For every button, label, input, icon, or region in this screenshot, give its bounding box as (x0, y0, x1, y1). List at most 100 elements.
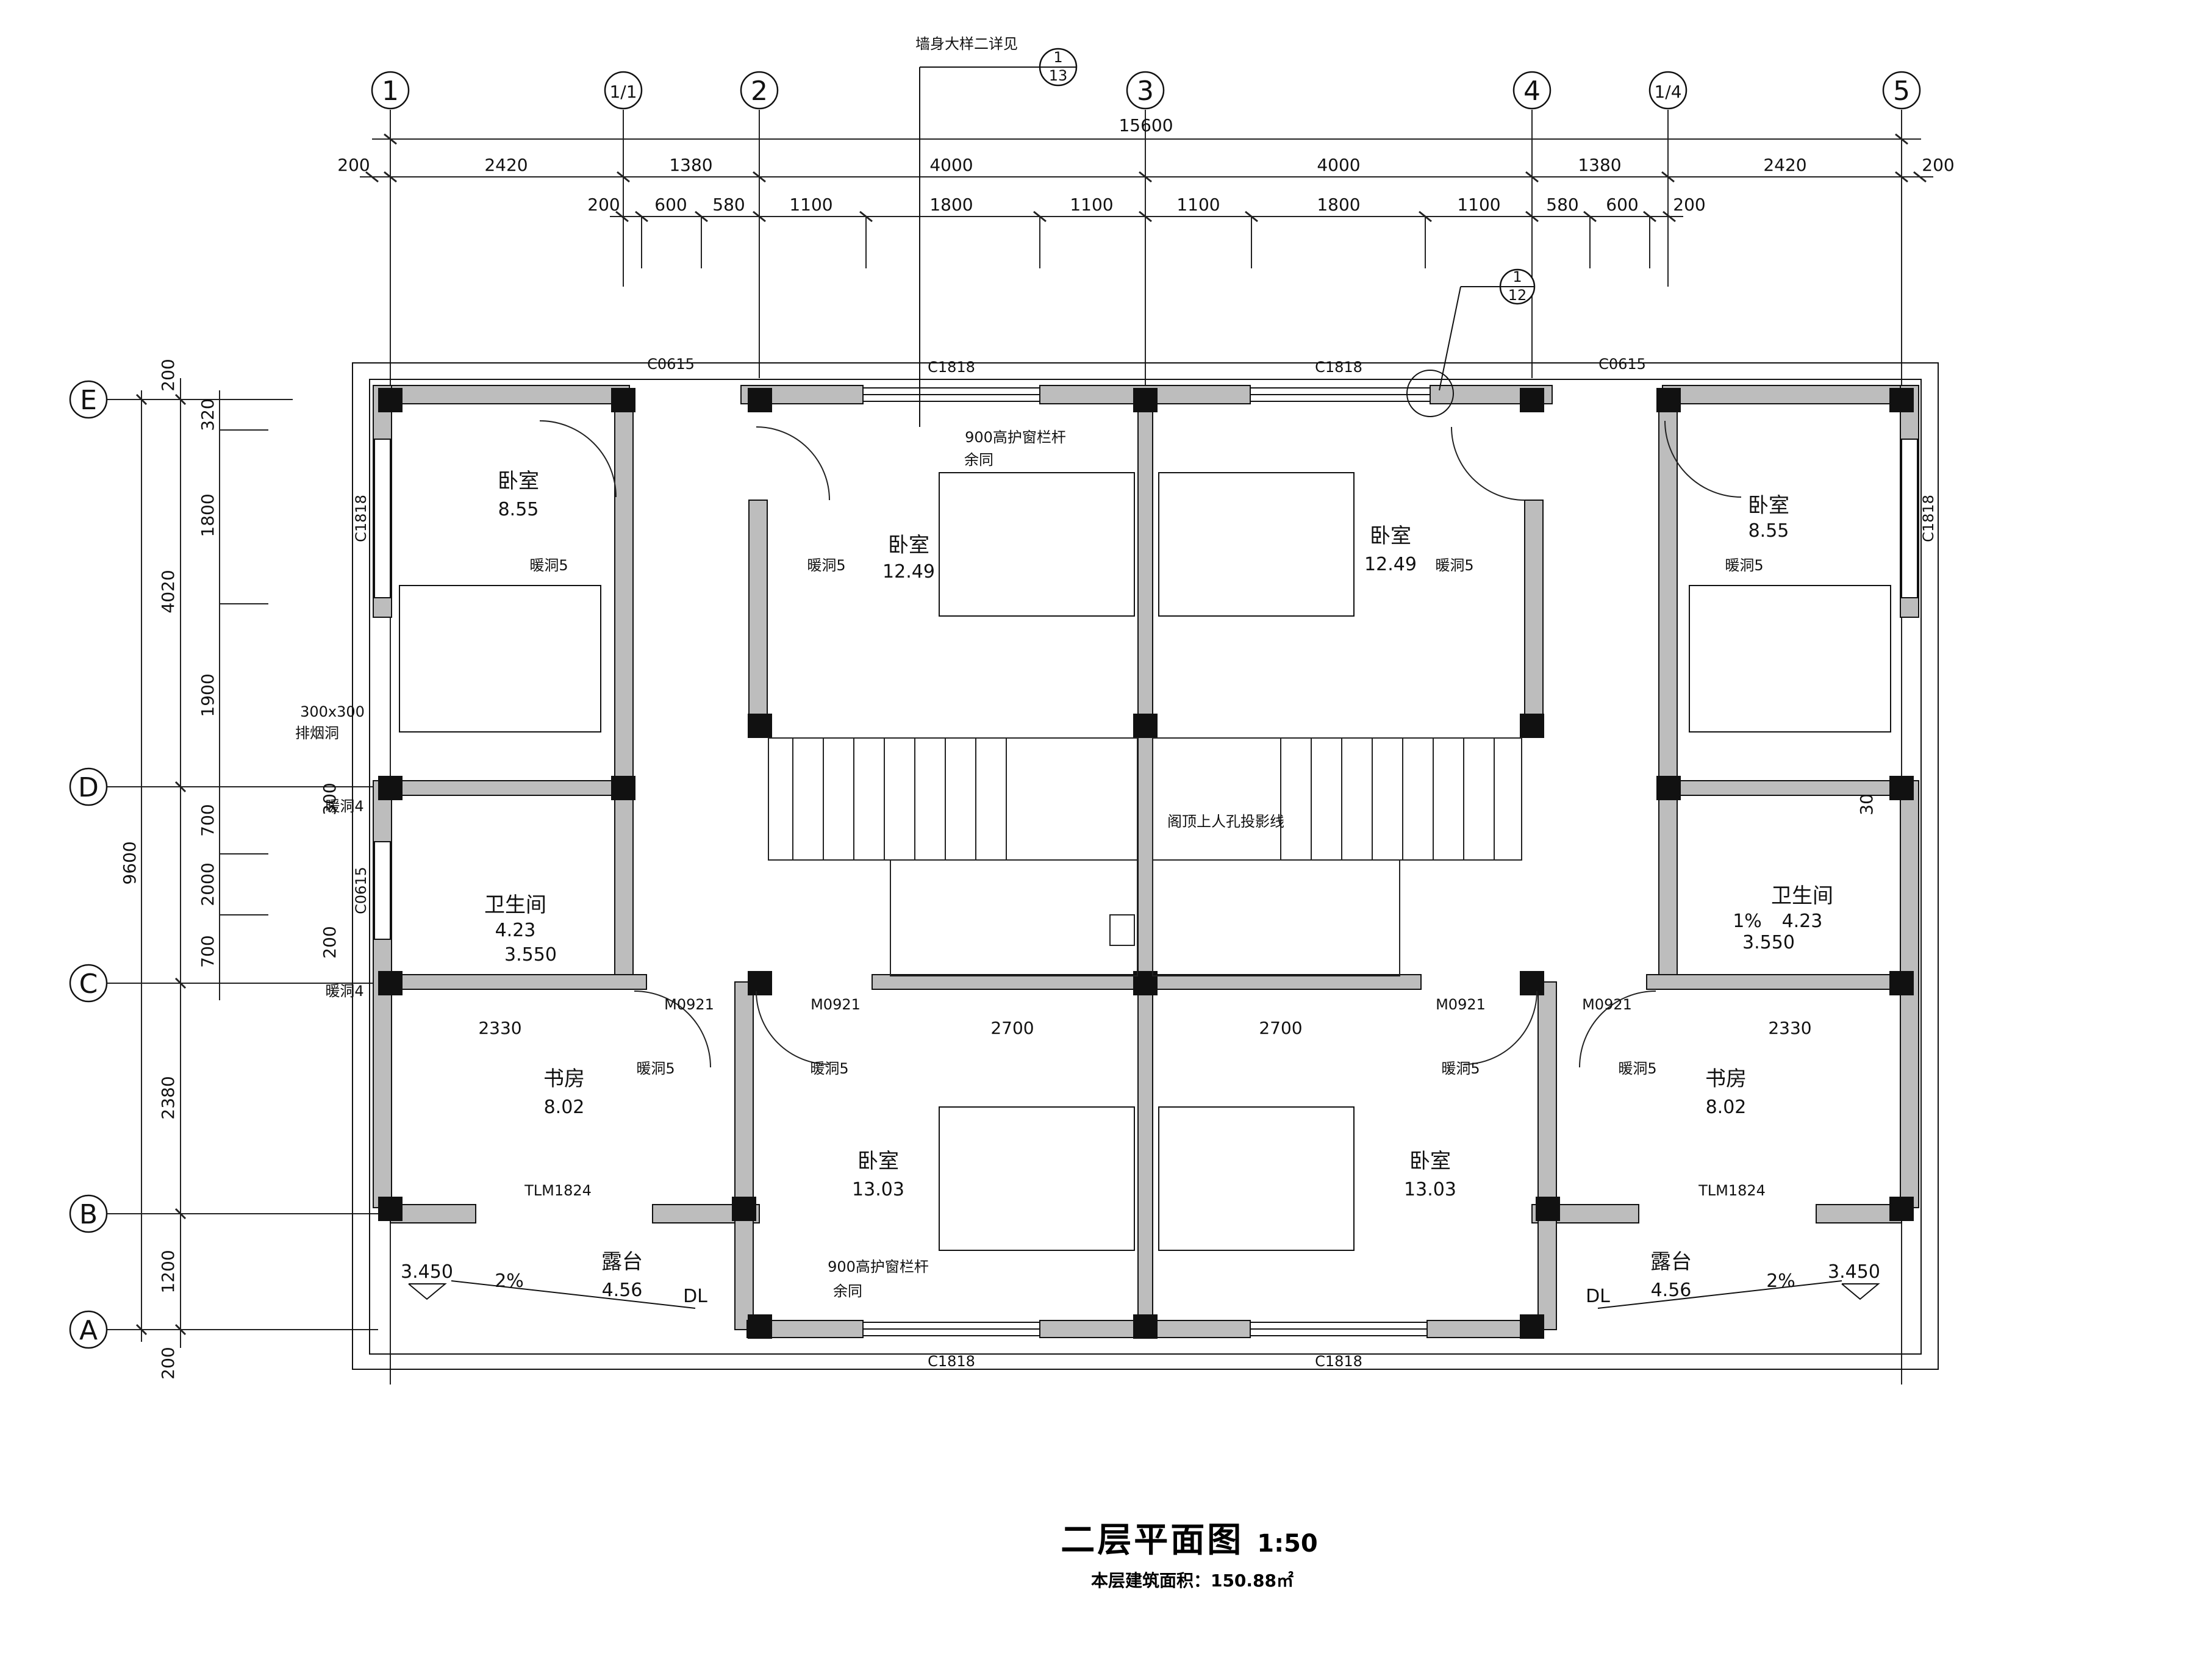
drawing-scale: 1:50 (1257, 1530, 1318, 1558)
svg-text:1100: 1100 (1176, 195, 1220, 215)
svg-text:900高护窗栏杆: 900高护窗栏杆 (965, 429, 1066, 446)
svg-text:M0921: M0921 (1582, 996, 1632, 1013)
room-bedroom-s2-area: 13.03 (1404, 1179, 1456, 1200)
svg-text:1%: 1% (1733, 911, 1762, 932)
svg-text:4000: 4000 (1317, 155, 1360, 175)
axis-bubble-3: 3 (1126, 71, 1165, 110)
svg-text:暖洞5: 暖洞5 (807, 557, 845, 574)
structural-columns (378, 388, 1914, 1339)
svg-text:2700: 2700 (1259, 1018, 1302, 1038)
svg-text:1900: 1900 (198, 673, 218, 717)
svg-text:200: 200 (158, 1347, 178, 1379)
room-bedroom-n1-area: 12.49 (882, 561, 935, 582)
axis-bubble-B: B (69, 1194, 108, 1233)
beds (399, 472, 1891, 1251)
svg-text:13: 13 (1049, 67, 1068, 84)
svg-text:C: C (79, 969, 98, 1000)
svg-text:200: 200 (337, 155, 370, 175)
room-study-e: 书房 (1705, 1067, 1747, 1091)
svg-text:TLM1824: TLM1824 (524, 1182, 592, 1199)
svg-text:E: E (80, 385, 97, 416)
room-bath-w: 卫生间 (484, 893, 546, 917)
svg-text:C1818: C1818 (1920, 495, 1937, 542)
svg-text:1/4: 1/4 (1654, 82, 1681, 102)
room-bedroom-s2: 卧室 (1409, 1149, 1451, 1173)
svg-text:2%: 2% (1766, 1270, 1795, 1292)
terrace-slopes (408, 1280, 1880, 1309)
svg-text:排烟洞: 排烟洞 (295, 725, 339, 742)
door-swings (539, 420, 1742, 1068)
axis-bubble-5: 5 (1882, 71, 1921, 110)
svg-text:暖洞5: 暖洞5 (1618, 1060, 1656, 1077)
svg-text:200: 200 (320, 926, 340, 958)
svg-text:暖洞4: 暖洞4 (325, 798, 363, 815)
room-bath-w-area: 4.23 (495, 920, 536, 941)
walls (373, 385, 1919, 1338)
svg-text:1200: 1200 (158, 1250, 178, 1293)
room-bedroom-n2-area: 12.49 (1364, 554, 1417, 575)
svg-text:暖洞5: 暖洞5 (529, 557, 568, 574)
svg-text:C1818: C1818 (1315, 359, 1362, 376)
svg-text:200: 200 (1673, 195, 1705, 215)
svg-text:1800: 1800 (929, 195, 973, 215)
svg-text:1380: 1380 (669, 155, 712, 175)
room-bath-e: 卫生间 (1771, 884, 1833, 908)
axis-bubble-1: 1 (371, 71, 410, 110)
svg-text:阁顶上人孔投影线: 阁顶上人孔投影线 (1167, 813, 1284, 830)
room-bedroom-n2: 卧室 (1370, 524, 1411, 548)
left-dimension-lines (135, 378, 268, 1348)
column-axis-bubbles: 1 1/1 2 3 4 1/4 5 (371, 71, 1921, 110)
room-bedroom-n1: 卧室 (888, 533, 929, 557)
room-bedroom-nw: 卧室 (498, 469, 539, 493)
room-terrace-e-area: 4.56 (1651, 1280, 1692, 1301)
svg-text:1: 1 (1053, 49, 1062, 66)
svg-text:B: B (79, 1199, 98, 1230)
svg-text:1100: 1100 (789, 195, 832, 215)
annotations: C0615 C0615 C1818 C1818 C1818 C1818 C181… (295, 35, 1937, 1370)
detail-reference-1-12: 1 12 (1406, 268, 1536, 417)
svg-text:2330: 2330 (478, 1018, 521, 1038)
svg-text:12: 12 (1508, 287, 1527, 304)
svg-text:1: 1 (382, 76, 399, 107)
svg-text:2380: 2380 (158, 1076, 178, 1119)
detail-reference-1-13: 1 13 (919, 48, 1078, 427)
svg-text:M0921: M0921 (664, 996, 714, 1013)
svg-text:3: 3 (1137, 76, 1154, 107)
svg-text:暖洞5: 暖洞5 (1725, 557, 1763, 574)
svg-text:C1818: C1818 (1315, 1353, 1362, 1370)
svg-text:4: 4 (1523, 76, 1541, 107)
room-study-w-area: 8.02 (544, 1097, 585, 1118)
room-bedroom-s1: 卧室 (857, 1149, 899, 1173)
svg-text:5: 5 (1893, 76, 1910, 107)
axis-bubble-1-4: 1/4 (1648, 71, 1688, 110)
svg-text:C0615: C0615 (647, 356, 695, 373)
svg-text:1800: 1800 (1317, 195, 1360, 215)
svg-text:700: 700 (198, 804, 218, 836)
svg-text:墙身大样二详见: 墙身大样二详见 (915, 35, 1018, 52)
room-bath-w-level: 3.550 (504, 944, 557, 965)
building-outline (352, 362, 1939, 1370)
room-study-w: 书房 (543, 1067, 585, 1091)
svg-text:600: 600 (1606, 195, 1638, 215)
svg-text:580: 580 (712, 195, 745, 215)
svg-text:2330: 2330 (1768, 1018, 1811, 1038)
svg-text:300: 300 (320, 783, 340, 815)
room-labels: 卧室 8.55 卧室 12.49 卧室 12.49 卧室 8.55 卫生间 4.… (401, 469, 1880, 1301)
svg-text:D: D (78, 772, 99, 803)
svg-text:A: A (79, 1315, 98, 1346)
top-dimension-texts: 15600 200 2420 1380 4000 4000 1380 2420 … (337, 115, 1954, 215)
svg-text:1100: 1100 (1070, 195, 1113, 215)
svg-text:暖洞5: 暖洞5 (1435, 557, 1473, 574)
room-terrace-e: 露台 (1650, 1250, 1692, 1274)
svg-text:2700: 2700 (990, 1018, 1034, 1038)
svg-text:580: 580 (1546, 195, 1578, 215)
axis-bubble-A: A (69, 1310, 108, 1349)
svg-text:DL: DL (1586, 1286, 1610, 1307)
svg-text:200: 200 (1922, 155, 1954, 175)
axis-bubble-C: C (69, 964, 108, 1003)
svg-text:15600: 15600 (1119, 115, 1173, 135)
axis-bubble-E: E (69, 380, 108, 419)
svg-text:余同: 余同 (833, 1283, 862, 1300)
